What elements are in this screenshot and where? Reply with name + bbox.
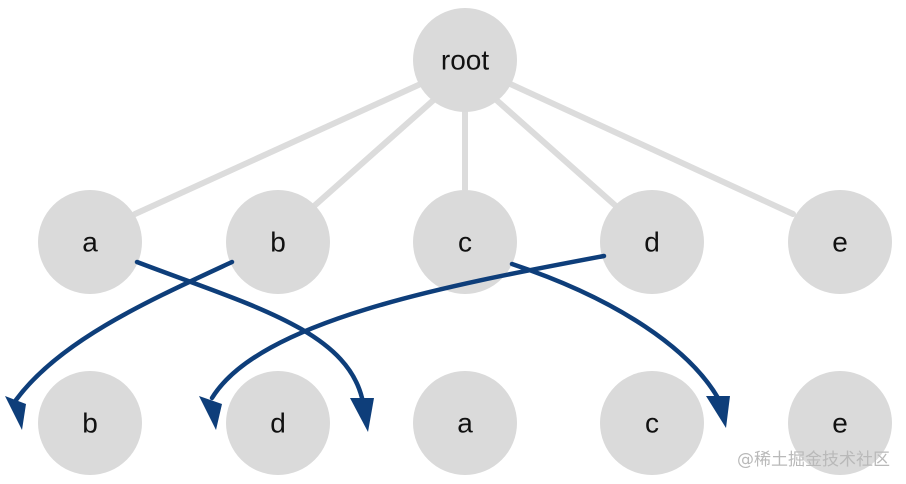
reordered-node-d-circle bbox=[226, 371, 330, 475]
child-node-c: c bbox=[413, 190, 517, 294]
reordered-node-e-circle bbox=[788, 371, 892, 475]
root-node-label: root bbox=[441, 45, 489, 76]
child-node-d-label: d bbox=[644, 227, 660, 258]
move-arrow-a-path bbox=[134, 259, 365, 401]
reordered-node-d: d bbox=[226, 371, 330, 475]
child-node-a-label: a bbox=[82, 227, 98, 258]
child-node-b-label: b bbox=[270, 227, 286, 258]
move-arrow-d bbox=[199, 253, 607, 430]
edge-root-b bbox=[310, 94, 440, 210]
edge-root-e bbox=[503, 79, 796, 217]
child-node-a-circle bbox=[38, 190, 142, 294]
move-arrow-b-head bbox=[5, 396, 26, 430]
watermark-text: @稀土掘金技术社区 bbox=[737, 450, 890, 470]
move-arrow-d-path bbox=[209, 253, 607, 401]
reordered-node-a: a bbox=[413, 371, 517, 475]
move-arrow-c-path bbox=[509, 261, 721, 401]
reordered-node-d-label: d bbox=[270, 408, 286, 439]
tree-edges bbox=[132, 79, 796, 217]
move-arrow-b bbox=[5, 259, 235, 430]
child-node-b-circle bbox=[226, 190, 330, 294]
reordered-node-a-circle bbox=[413, 371, 517, 475]
move-arrow-c bbox=[509, 261, 730, 428]
child-node-b: b bbox=[226, 190, 330, 294]
child-node-e-circle bbox=[788, 190, 892, 294]
reordered-node-b: b bbox=[38, 371, 142, 475]
move-arrow-c-head bbox=[706, 396, 730, 428]
child-node-a: a bbox=[38, 190, 142, 294]
move-arrow-a bbox=[134, 259, 374, 432]
root-node-circle bbox=[413, 8, 517, 112]
reordered-node-c-label: c bbox=[645, 408, 659, 439]
children-row: a b c d e bbox=[38, 190, 892, 294]
reordered-node-a-label: a bbox=[457, 408, 473, 439]
reordered-node-b-circle bbox=[38, 371, 142, 475]
edge-root-d bbox=[490, 94, 620, 210]
reordered-node-e-label: e bbox=[832, 408, 848, 439]
edge-root-a bbox=[132, 79, 428, 217]
move-arrow-d-head bbox=[199, 396, 222, 430]
child-node-e-label: e bbox=[832, 227, 848, 258]
reordered-node-c: c bbox=[600, 371, 704, 475]
reordered-node-b-label: b bbox=[82, 408, 98, 439]
reordered-node-c-circle bbox=[600, 371, 704, 475]
child-node-c-label: c bbox=[458, 227, 472, 258]
child-node-c-circle bbox=[413, 190, 517, 294]
move-arrow-b-path bbox=[13, 259, 235, 403]
root-node: root bbox=[413, 8, 517, 112]
move-arrows bbox=[5, 253, 730, 432]
child-node-e: e bbox=[788, 190, 892, 294]
reordered-row: b d a c e bbox=[38, 371, 892, 475]
move-arrow-a-head bbox=[350, 398, 374, 432]
child-node-d: d bbox=[600, 190, 704, 294]
reordered-node-e: e bbox=[788, 371, 892, 475]
child-node-d-circle bbox=[600, 190, 704, 294]
